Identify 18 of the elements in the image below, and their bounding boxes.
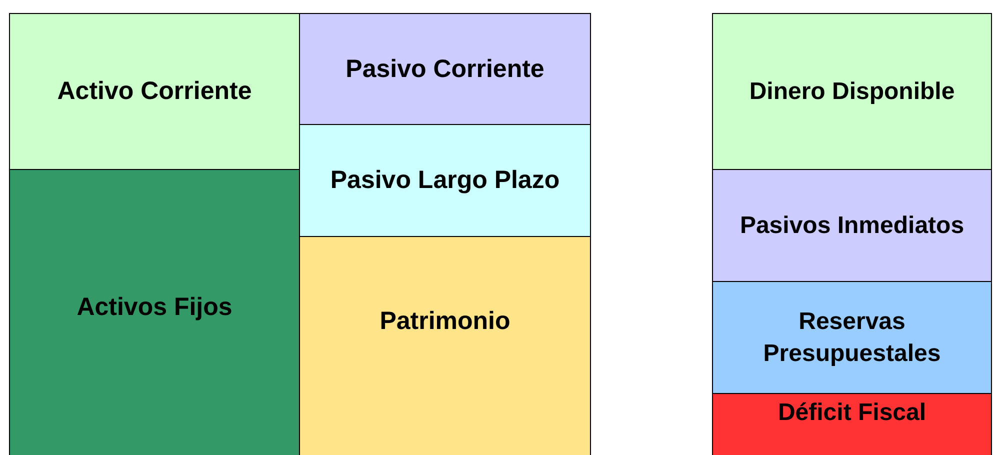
block-label: Patrimonio bbox=[378, 306, 512, 337]
account-block bbox=[712, 169, 992, 282]
block-label: Activos Fijos bbox=[76, 292, 234, 323]
block-label: Dinero Disponible bbox=[748, 76, 956, 107]
account-block bbox=[299, 124, 591, 237]
block-label: Pasivo Corriente bbox=[344, 54, 546, 85]
block-label: Pasivo Largo Plazo bbox=[329, 165, 561, 196]
block-label: Pasivos Inmediatos bbox=[738, 210, 966, 241]
account-block bbox=[9, 169, 300, 455]
account-block bbox=[299, 236, 591, 455]
account-block bbox=[712, 393, 992, 455]
block-label: Reservas Presupuestales bbox=[762, 307, 942, 368]
account-block bbox=[712, 13, 992, 170]
account-block bbox=[712, 281, 992, 394]
account-block bbox=[9, 13, 300, 170]
block-label: Déficit Fiscal bbox=[776, 398, 928, 428]
account-block bbox=[299, 13, 591, 125]
block-label: Activo Corriente bbox=[56, 76, 253, 108]
